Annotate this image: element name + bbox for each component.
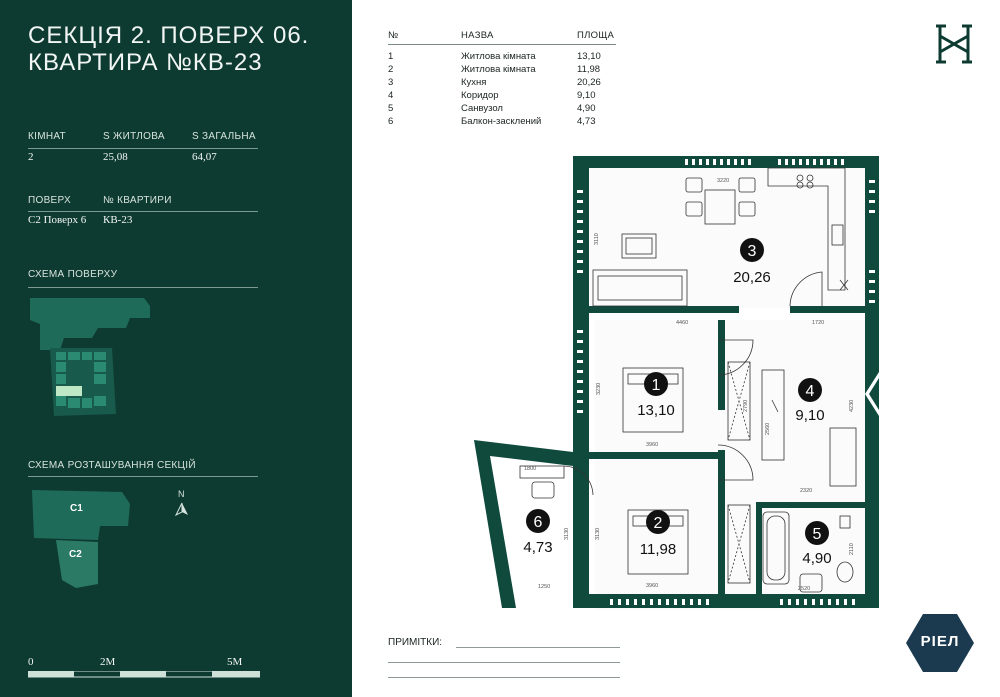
svg-text:3: 3 — [748, 243, 757, 260]
col-header-number: № — [388, 30, 399, 41]
scale-label-5m: 5M — [227, 656, 243, 668]
notes-line — [456, 647, 620, 648]
svg-text:4,90: 4,90 — [802, 550, 831, 567]
svg-text:4: 4 — [806, 383, 815, 400]
brand-badge-icon — [906, 614, 974, 672]
svg-text:3960: 3960 — [646, 442, 658, 448]
svg-text:3960: 3960 — [646, 583, 658, 589]
svg-text:9,10: 9,10 — [795, 407, 824, 424]
dimension-labels: 3220 3110 4460 1720 3230 3960 2790 2560 … — [524, 178, 855, 592]
living-area-label: S ЖИТЛОВА — [103, 131, 165, 142]
info-panel: СЕКЦІЯ 2. ПОВЕРХ 06. КВАРТИРА №КВ-23 КІМ… — [0, 0, 352, 697]
svg-text:3110: 3110 — [594, 233, 600, 245]
scale-label-0: 0 — [28, 656, 34, 668]
svg-text:2320: 2320 — [800, 488, 812, 494]
section-c1-label: С1 — [70, 503, 83, 514]
svg-text:6: 6 — [534, 514, 543, 531]
table-header-divider — [388, 44, 616, 45]
svg-text:2560: 2560 — [765, 423, 771, 435]
svg-text:4230: 4230 — [849, 400, 855, 412]
brand-h-logo-icon — [936, 24, 972, 64]
floor-value: С2 Поверх 6 — [28, 214, 87, 226]
svg-text:20,26: 20,26 — [733, 269, 771, 286]
sections-scheme-image — [32, 490, 130, 588]
total-area-value: 64,07 — [192, 151, 217, 163]
living-area-value: 25,08 — [103, 151, 128, 163]
svg-text:1720: 1720 — [812, 320, 824, 326]
rooms-count-label: КІМНАТ — [28, 131, 66, 142]
rooms-count-value: 2 — [28, 151, 34, 163]
col-header-area: ПЛОЩА — [577, 30, 615, 41]
svg-text:5: 5 — [813, 526, 822, 543]
total-area-label: S ЗАГАЛЬНА — [192, 131, 256, 142]
svg-text:4460: 4460 — [676, 320, 688, 326]
svg-text:11,98: 11,98 — [640, 541, 676, 558]
north-arrow-icon — [175, 502, 188, 516]
apartment-title: СЕКЦІЯ 2. ПОВЕРХ 06. КВАРТИРА №КВ-23 — [28, 22, 310, 76]
room-4-label: 4 9,10 — [795, 378, 825, 424]
divider — [28, 211, 258, 212]
walls — [474, 156, 879, 608]
col-header-name: НАЗВА — [461, 30, 494, 41]
room-2-label: 2 11,98 — [640, 510, 676, 558]
svg-text:3130: 3130 — [564, 528, 570, 540]
svg-text:3130: 3130 — [595, 528, 601, 540]
divider — [28, 476, 258, 477]
room-3-label: 3 20,26 — [733, 238, 771, 286]
room-6-label: 6 4,73 — [523, 509, 553, 556]
floor-scheme-image — [30, 298, 150, 416]
divider — [28, 287, 258, 288]
apartment-floor-plan: 1 13,10 2 11,98 3 20,26 4 9,10 5 4,90 6 … — [474, 156, 879, 610]
svg-text:3230: 3230 — [596, 383, 602, 395]
apartment-highlight — [56, 386, 82, 396]
svg-text:2790: 2790 — [743, 400, 749, 412]
floor-label: ПОВЕРХ — [28, 195, 71, 206]
notes-line — [388, 662, 620, 663]
room-5-label: 5 4,90 — [802, 521, 832, 567]
svg-text:2520: 2520 — [798, 586, 810, 592]
svg-text:1250: 1250 — [538, 584, 550, 590]
scale-label-2m: 2M — [100, 656, 116, 668]
svg-text:4,73: 4,73 — [523, 539, 552, 556]
svg-text:3220: 3220 — [717, 178, 729, 184]
svg-text:2110: 2110 — [849, 543, 855, 555]
floor-scheme-label: СХЕМА ПОВЕРХУ — [28, 269, 118, 280]
svg-text:13,10: 13,10 — [637, 402, 675, 419]
apartment-number-label: № КВАРТИРИ — [103, 195, 172, 206]
section-c2-label: С2 — [69, 549, 82, 560]
notes-label: ПРИМІТКИ: — [388, 637, 443, 648]
scale-bar — [28, 671, 260, 678]
room-1-label: 1 13,10 — [637, 372, 675, 419]
brand-name: РІЕЛ — [920, 633, 960, 650]
notes-line — [388, 677, 620, 678]
svg-text:1800: 1800 — [524, 466, 536, 472]
svg-text:1: 1 — [652, 377, 661, 394]
sections-scheme-label: СХЕМА РОЗТАШУВАННЯ СЕКЦІЙ — [28, 460, 196, 471]
north-label: N — [178, 489, 185, 499]
svg-text:2: 2 — [654, 515, 663, 532]
divider — [28, 148, 258, 149]
apartment-number-value: КВ-23 — [103, 214, 133, 226]
